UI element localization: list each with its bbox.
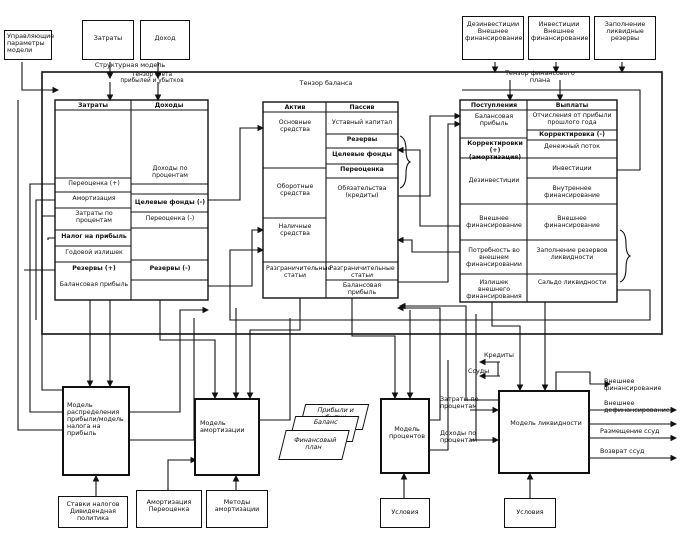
conditions-box-2: Условия (504, 498, 556, 528)
pl-left-row: Амортизация (72, 195, 116, 202)
liquidity-reserves-box: Заполнение ликвидные резервы (594, 16, 656, 60)
amort-reval-box: Амортизация Переоценка (136, 490, 202, 528)
conditions-label-1: Условия (391, 508, 419, 516)
ext-defin-label: Внешнее дефинансирование (604, 399, 670, 415)
balance-liab-row: Уставный капитал (331, 119, 393, 126)
pl-tensor-label: Тензор счета прибылей и убытков (120, 72, 184, 85)
amort-model-label: Модель амортизации (200, 419, 245, 435)
control-params-box: Управляющие параметры модели (4, 30, 55, 60)
pl-col-income: Доходы (154, 102, 184, 109)
pl-left-row: Резервы (+) (72, 265, 116, 272)
pl-col-costs: Затраты (78, 102, 108, 109)
fin-left-row: Внешнее финансирование (466, 215, 522, 229)
fin-left-row: Потребность во внешнем финансировании (466, 247, 522, 268)
amort-model-box: Модель амортизации (194, 398, 260, 476)
fin-right-row: Внутреннее финансирование (544, 185, 600, 199)
balance-liab-row: Разграничительные статьи (329, 265, 395, 279)
balance-col-liab: Пассив (349, 104, 375, 111)
disinvest-input-label: Дезинвестиции Внешнее финансирование (465, 20, 523, 43)
balance-asset-row: Разграничительные статьи (266, 265, 332, 279)
tax-model-label: Модель распределения прибыли/модель нало… (67, 401, 124, 438)
invest-input-box: Инвестиции Внешнее финансирование (528, 16, 590, 60)
fin-right-row: Инвестиции (552, 165, 592, 172)
disinvest-input-box: Дезинвестиции Внешнее финансирование (462, 16, 524, 60)
invest-input-label: Инвестиции Внешнее финансирование (531, 20, 589, 43)
loans-label: Ссуды (468, 367, 490, 375)
pl-right-row: Переоценка (-) (145, 215, 195, 222)
amort-methods-box: Методы амортизации (206, 490, 268, 528)
balance-col-assets: Актив (284, 104, 306, 111)
sheet-fin: Финансовый план (278, 430, 350, 460)
tax-rates-label: Ставки налогов Дивидендная политика (66, 500, 120, 523)
pl-right-row: Целевые фонды (-) (134, 199, 206, 206)
interest-income-label: Доходы по процентам (440, 429, 478, 445)
income-input-label: Доход (154, 34, 176, 42)
costs-input-box: Затраты (82, 20, 134, 60)
balance-asset-row: Оборотные средства (276, 183, 314, 197)
liquidity-reserves-label: Заполнение ликвидные резервы (604, 20, 646, 43)
fin-right-row: Корректировка (-) (539, 131, 605, 138)
balance-liab-row: Балансовая прибыль (342, 282, 382, 296)
return-loans-label: Возврат ссуд (600, 447, 645, 455)
pl-left-row: Переоценка (+) (68, 180, 120, 187)
liquidity-model-box: Модель ликвидности (498, 390, 590, 474)
pl-left-row: Балансовая прибыль (59, 281, 129, 288)
fin-col-in: Поступления (470, 102, 518, 109)
pl-right-row: Резервы (-) (149, 265, 191, 272)
fin-left-row: Балансовая прибыль (474, 113, 514, 127)
fin-right-row: Денежный поток (544, 143, 600, 150)
costs-input-label: Затраты (93, 34, 123, 42)
balance-liab-row: Целевые фонды (332, 151, 392, 158)
control-params-label: Управляющие параметры модели (7, 32, 55, 55)
amort-methods-label: Методы амортизации (214, 498, 260, 514)
balance-liab-row: Резервы (346, 136, 378, 143)
fin-right-row: Отчисления от прибыли прошлого года (532, 112, 612, 126)
pl-left-row: Налог на прибыль (61, 233, 127, 240)
liquidity-model-label: Модель ликвидности (510, 419, 582, 427)
tax-model-box: Модель распределения прибыли/модель нало… (62, 386, 130, 476)
interest-model-label: Модель процентов (388, 425, 425, 441)
fin-right-row: Внешнее финансирование (544, 215, 600, 229)
credits-label: Кредиты (484, 351, 514, 359)
pl-left-row: Затраты по процентам (75, 210, 113, 224)
amort-reval-label: Амортизация Переоценка (146, 498, 192, 514)
fin-left-row: Излишек внешнего финансирования (466, 279, 522, 300)
fin-col-out: Выплаты (555, 102, 589, 109)
balance-liab-row: Обязательства (кредиты) (337, 185, 387, 199)
placing-loans-label: Размещение ссуд (600, 427, 660, 435)
interest-model-box: Модель процентов (380, 398, 430, 474)
sheet-fin-label: Финансовый план (293, 436, 338, 452)
income-input-box: Доход (140, 20, 190, 60)
structural-model-label: Структурная модель (94, 61, 166, 69)
balance-asset-row: Наличные средства (278, 223, 312, 237)
fin-right-row: Заполнение резервов ликвидности (536, 247, 608, 261)
fin-plan-tensor-label: Тензор финансового плана (505, 69, 575, 85)
pl-left-row: Годовой излишек (65, 249, 123, 256)
balance-asset-row: Основные средства (278, 119, 312, 133)
conditions-label-2: Условия (516, 508, 544, 516)
conditions-box-1: Условия (380, 498, 430, 528)
pl-right-row: Доходы по процентам (152, 165, 188, 179)
balance-tensor-label: Тензор баланса (299, 79, 353, 87)
balance-liab-row: Переоценка (340, 166, 384, 173)
ext-fin-label: Внешнее финансирование (604, 377, 662, 393)
fin-left-row: Дезинвестиции (468, 177, 520, 184)
sheet-balance-label: Баланс (312, 418, 339, 426)
interest-costs-label: Затраты по процентам (440, 395, 479, 411)
tax-rates-box: Ставки налогов Дивидендная политика (58, 496, 128, 528)
fin-right-row: Сальдо ликвидности (537, 279, 607, 286)
fin-left-row: Корректировки (+) (амортизация) (467, 140, 523, 161)
